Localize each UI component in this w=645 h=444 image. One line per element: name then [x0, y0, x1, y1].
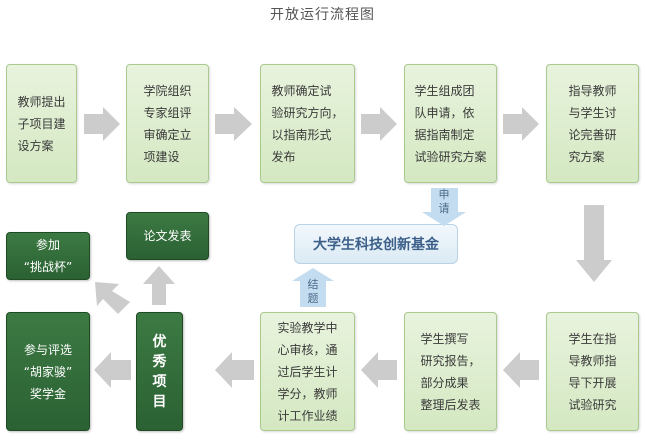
innovation-fund-box: 大学生科技创新基金 [294, 224, 458, 264]
arrow-left-2 [361, 352, 397, 388]
step-research-direction: 教师确定试 验研究方向， 以指南形式 发布 [260, 64, 355, 183]
arrow-left-4 [94, 352, 131, 388]
arrow-diag-challenge [95, 282, 130, 314]
step-center-review: 实验教学中 心审核，通 过后学生计 学分，教师 计工作业绩 [260, 312, 355, 431]
conclude-label: 结 题 [307, 278, 319, 305]
arrow-down-apply [422, 188, 466, 226]
diagram-title: 开放运行流程图 [270, 7, 375, 23]
excellent-project-box: 优 秀 项 目 [136, 312, 183, 431]
arrow-up-conclude [292, 268, 334, 307]
step-team-application: 学生组成团 队申请，依 据指南制定 试验研究方案 [404, 64, 497, 183]
step-conduct-research: 学生在指 导教师指 导下开展 试验研究 [546, 312, 639, 431]
step-plan-discussion: 指导教师 与学生讨 论完善研 究方案 [546, 64, 639, 183]
arrow-right-1 [84, 107, 120, 141]
outcome-challenge-cup: 参加 “挑战杯” [6, 232, 90, 280]
outcome-paper: 论文发表 [126, 212, 209, 260]
apply-label: 申 请 [438, 188, 450, 215]
outcome-scholarship: 参与评选 “胡家骏” 奖学金 [6, 312, 90, 431]
arrow-left-1 [503, 352, 539, 388]
arrow-right-4 [503, 107, 539, 141]
arrow-down-right [576, 205, 612, 282]
step-write-report: 学生撰写 研究报告， 部分成果 整理后发表 [404, 312, 497, 431]
arrow-right-3 [361, 107, 397, 141]
step-teacher-proposal: 教师提出 子项目建 设方案 [6, 64, 77, 183]
step-expert-review: 学院组织 专家组评 审确定立 项建设 [126, 64, 209, 183]
arrow-left-3 [215, 352, 254, 388]
arrow-up-paper [143, 266, 175, 305]
arrow-right-2 [215, 107, 252, 141]
